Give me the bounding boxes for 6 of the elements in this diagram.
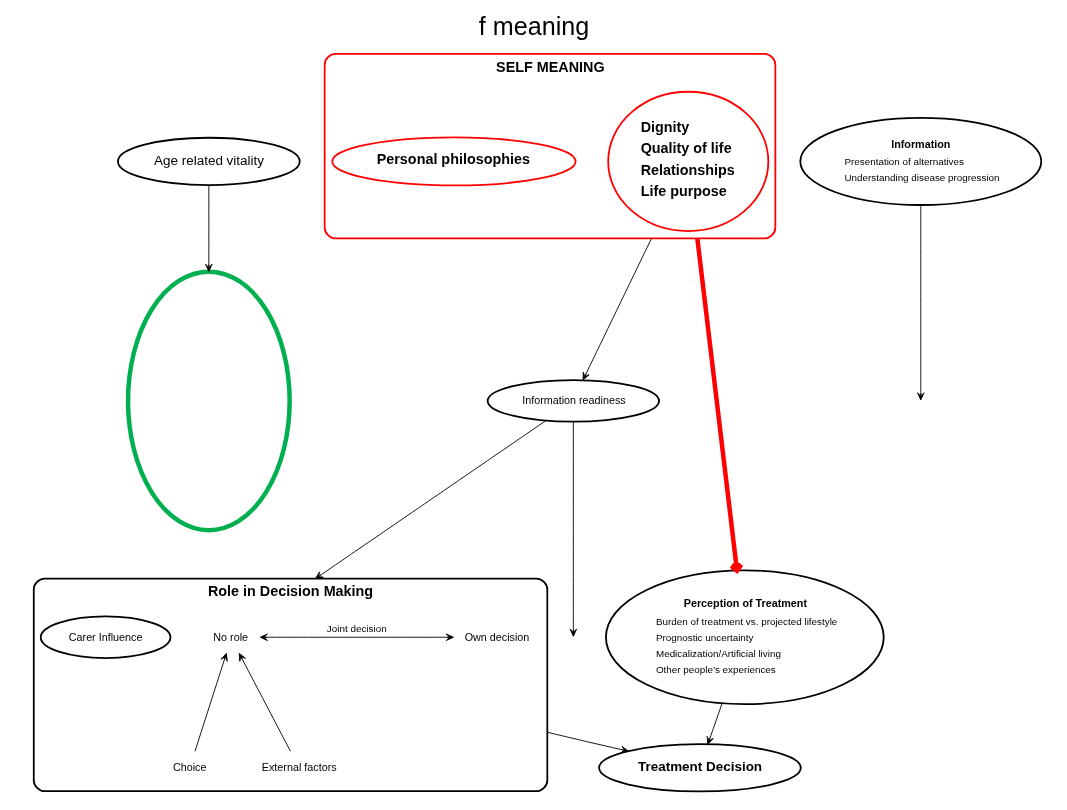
node-text: Choice [172,761,206,774]
diagram-title: f meaning [478,12,589,41]
node-text: External factors [261,761,337,774]
node-text: Own decision [464,630,529,643]
node-text: No role [212,630,248,643]
edge-label: Joint decision [326,622,387,634]
